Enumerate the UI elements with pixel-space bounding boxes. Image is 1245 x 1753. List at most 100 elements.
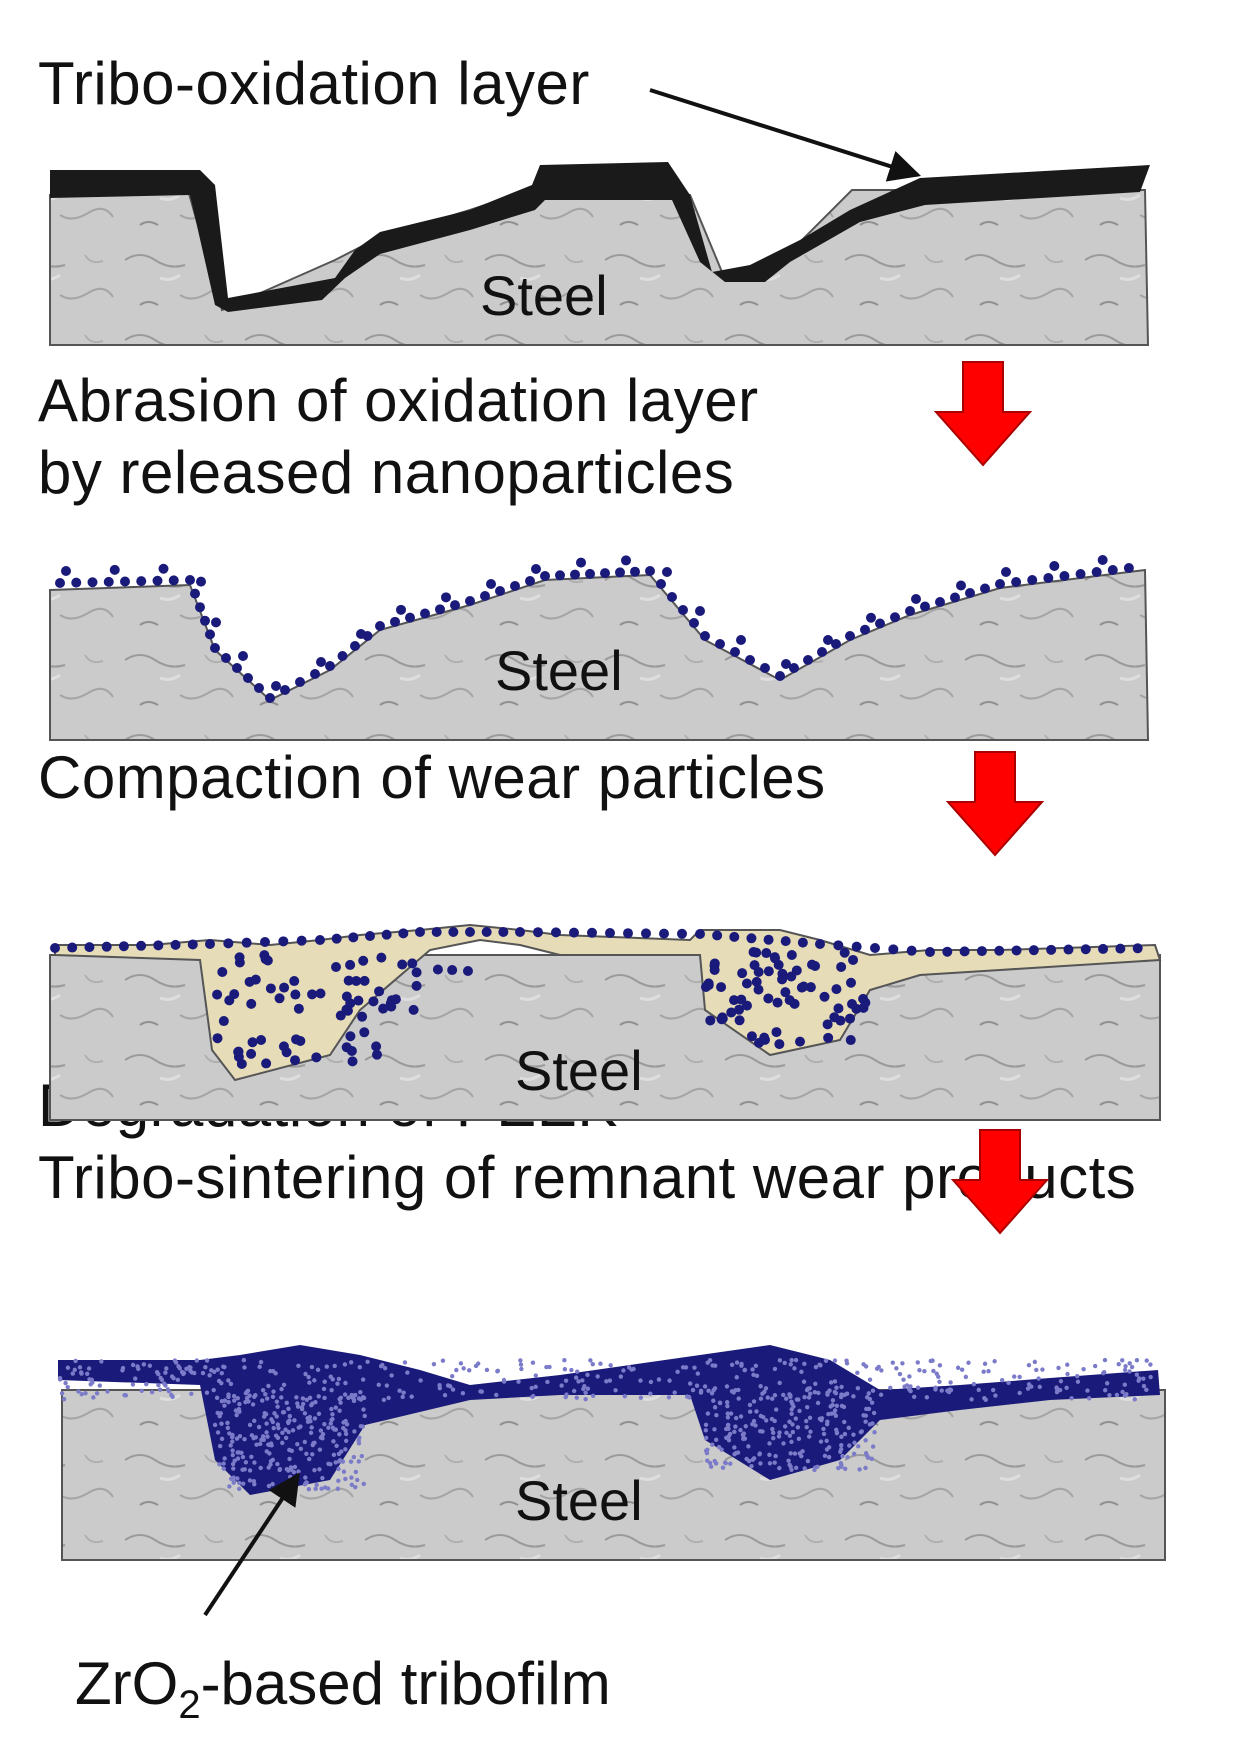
nanoparticle [700, 631, 710, 641]
particle-highlight [87, 1377, 92, 1382]
particle-highlight [361, 1407, 366, 1412]
particle-highlight [698, 1390, 704, 1395]
particle-highlight [219, 1421, 224, 1426]
particle-highlight [219, 1436, 225, 1442]
particle-highlight [257, 1364, 262, 1370]
particle-highlight [758, 1396, 764, 1401]
nanoparticle [1132, 943, 1143, 954]
nanoparticle [797, 937, 808, 948]
particle-highlight [648, 1379, 654, 1385]
particle-highlight [826, 1445, 832, 1450]
particle-highlight [275, 1461, 280, 1467]
down-arrow-icon [950, 1129, 1050, 1235]
nanoparticle [359, 1027, 370, 1038]
particle-highlight [924, 1395, 930, 1400]
particle-highlight [260, 1398, 265, 1403]
particle-highlight [806, 1434, 812, 1439]
nanoparticle [357, 1011, 368, 1022]
particle-highlight [1122, 1367, 1128, 1373]
nanoparticle [1049, 561, 1060, 571]
particle-highlight [915, 1360, 920, 1365]
nanoparticle [621, 555, 631, 566]
nanoparticle [480, 591, 490, 601]
particle-highlight [353, 1392, 358, 1398]
particle-highlight [458, 1361, 464, 1366]
particle-highlight [292, 1464, 298, 1470]
nanoparticle [615, 567, 625, 578]
particle-highlight [747, 1409, 753, 1414]
particle-highlight [215, 1367, 220, 1372]
particle-highlight [333, 1460, 338, 1465]
particle-highlight [1129, 1364, 1135, 1370]
particle-highlight [915, 1385, 921, 1390]
particle-highlight [1058, 1379, 1064, 1384]
particle-highlight [283, 1427, 288, 1432]
particle-highlight [310, 1442, 315, 1448]
nanoparticle [667, 592, 677, 602]
particle-highlight [729, 1389, 735, 1394]
nanoparticle [695, 606, 705, 616]
particle-highlight [851, 1394, 856, 1399]
nanoparticle [741, 978, 752, 989]
nanoparticle [345, 959, 356, 970]
particle-highlight [1136, 1378, 1141, 1383]
particle-highlight [1056, 1365, 1061, 1371]
nanoparticle [398, 928, 409, 939]
particle-highlight [1101, 1370, 1106, 1376]
particle-highlight [365, 1359, 370, 1365]
particle-highlight [890, 1360, 896, 1365]
particle-highlight [222, 1403, 227, 1408]
particle-highlight [901, 1377, 906, 1382]
nanoparticle [152, 575, 163, 586]
nanoparticle [371, 1049, 382, 1060]
particle-highlight [902, 1384, 907, 1389]
nanoparticle [678, 605, 688, 615]
nanoparticle [250, 974, 261, 985]
nanoparticle [795, 1036, 806, 1047]
particle-highlight [777, 1358, 783, 1363]
particle-highlight [796, 1397, 801, 1402]
particle-highlight [1026, 1362, 1032, 1368]
nanoparticle [942, 946, 953, 957]
particle-highlight [530, 1394, 535, 1400]
nanoparticle [448, 927, 459, 937]
particle-highlight [211, 1387, 216, 1393]
nanoparticle [435, 604, 445, 615]
particle-highlight [1075, 1373, 1080, 1379]
nanoparticle [822, 1019, 833, 1030]
particle-highlight [732, 1445, 737, 1450]
particle-highlight [321, 1386, 327, 1392]
particle-highlight [754, 1409, 759, 1414]
particle-highlight [714, 1412, 719, 1418]
particle-highlight [767, 1452, 772, 1458]
particle-highlight [217, 1462, 222, 1467]
nanoparticle [729, 995, 740, 1006]
nanoparticle [875, 618, 885, 629]
particle-highlight [320, 1436, 325, 1441]
particle-highlight [189, 1391, 194, 1397]
nanoparticle [238, 651, 248, 661]
nanoparticle [337, 651, 348, 661]
particle-highlight [473, 1363, 479, 1369]
particle-highlight [221, 1466, 226, 1471]
particle-highlight [501, 1379, 507, 1384]
nanoparticle [1028, 945, 1039, 956]
particle-highlight [851, 1432, 856, 1437]
particle-highlight [738, 1427, 743, 1433]
nanoparticle [709, 958, 720, 969]
particle-highlight [241, 1357, 247, 1363]
particle-highlight [312, 1378, 317, 1383]
nanoparticle [551, 927, 561, 938]
particle-highlight [806, 1395, 812, 1400]
particle-highlight [1102, 1357, 1108, 1363]
particle-highlight [710, 1442, 715, 1447]
particle-highlight [264, 1430, 269, 1435]
particle-highlight [595, 1374, 600, 1379]
particle-highlight [156, 1371, 161, 1377]
nanoparticle [763, 966, 774, 977]
particle-highlight [802, 1361, 807, 1367]
particle-highlight [959, 1367, 965, 1372]
particle-highlight [1107, 1392, 1112, 1398]
particle-highlight [454, 1367, 459, 1373]
nanoparticle [576, 557, 586, 568]
